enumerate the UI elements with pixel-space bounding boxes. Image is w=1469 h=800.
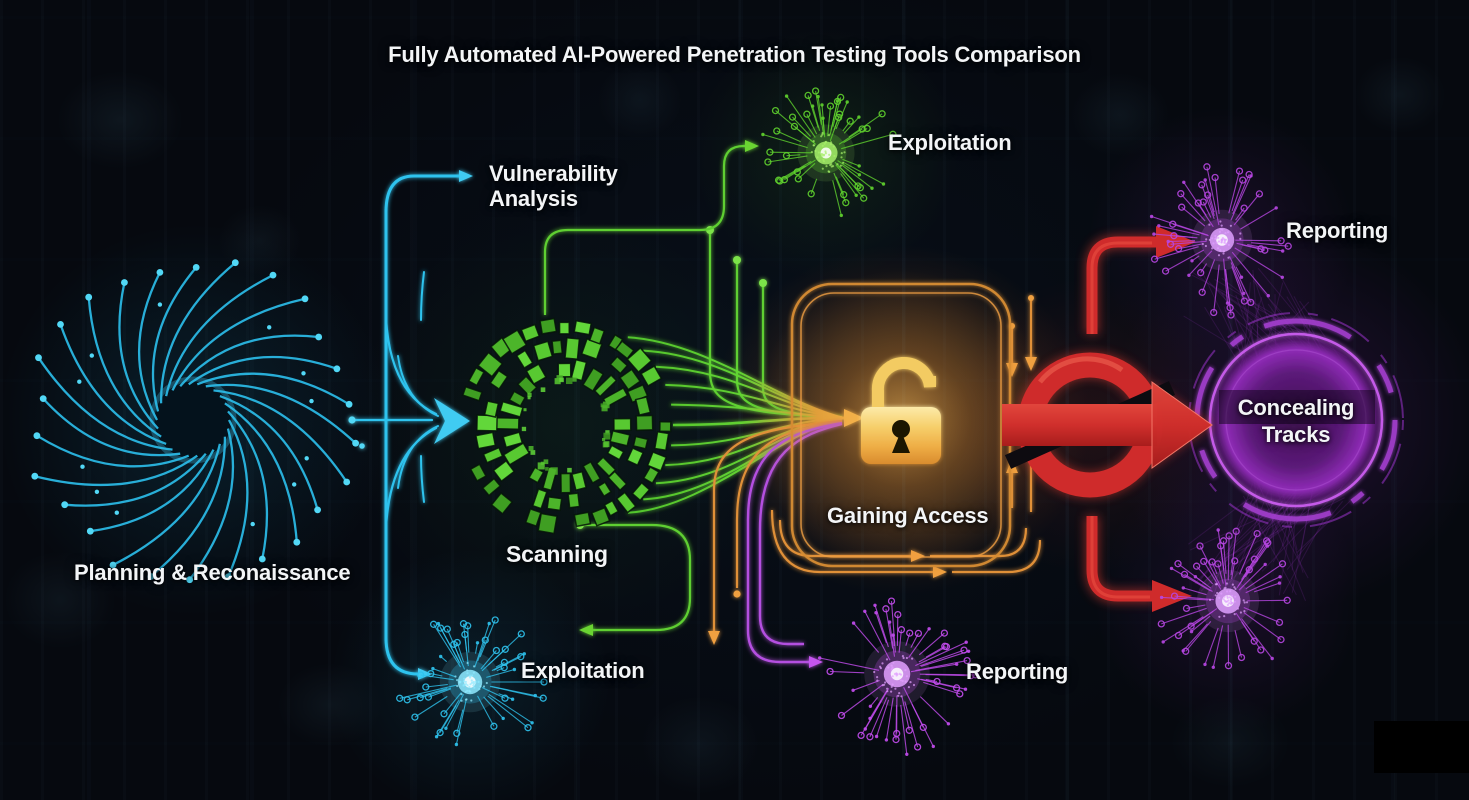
label-gaining-access: Gaining Access [827, 503, 989, 528]
scanning-mosaic-ring-node [461, 317, 672, 535]
label-reporting-top: Reporting [1286, 218, 1389, 243]
label-exploitation-top: Exploitation [888, 130, 1012, 155]
particle-burst-nodes [396, 87, 1292, 756]
watermark-cover [1374, 721, 1469, 773]
concealing-text-backdrop [1219, 390, 1375, 424]
red-cycle-arrows-icon [1002, 226, 1213, 612]
diagram-title: Fully Automated AI-Powered Penetration T… [388, 42, 1081, 67]
planning-spiral-node [31, 259, 359, 584]
label-scanning: Scanning [506, 541, 608, 567]
label-concealing-line2: Tracks [1261, 422, 1331, 447]
label-concealing-line1: Concealing [1237, 395, 1355, 420]
cyan-connectors [348, 170, 473, 680]
label-planning-reconaissance: Planning & Reconaissance [74, 560, 351, 585]
label-vulnerability-line2: Analysis [489, 186, 578, 211]
open-padlock-icon [861, 357, 941, 464]
label-reporting-bottom: Reporting [966, 659, 1069, 684]
label-exploitation-left: Exploitation [521, 658, 645, 683]
label-vulnerability-line1: Vulnerability [489, 161, 618, 186]
